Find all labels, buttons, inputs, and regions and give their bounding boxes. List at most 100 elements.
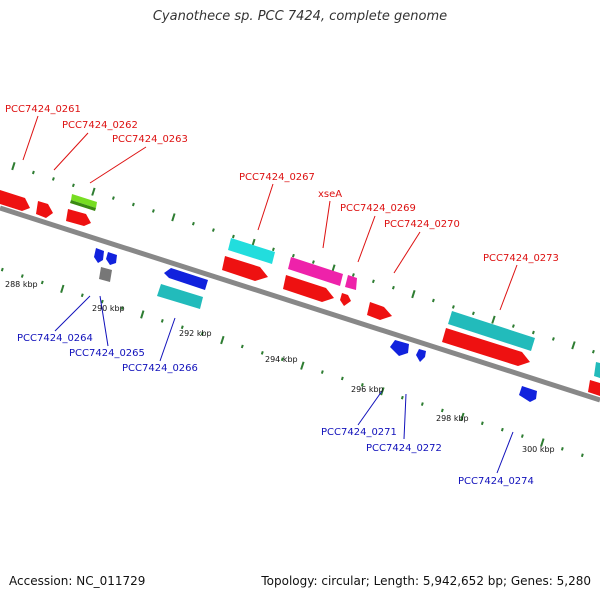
reverse-leaders [54,295,514,474]
map-title: Cyanothece sp. PCC 7424, complete genome [152,9,448,24]
minor-tick [551,337,555,341]
scale-label-290: 290 kbp [92,304,125,313]
minor-tick [211,228,215,232]
tick-marks [0,161,595,458]
minor-tick [280,357,284,362]
minor-tick [500,427,504,432]
minor-tick [151,209,155,213]
feature-gene-0265[interactable] [99,267,112,282]
minor-tick [440,408,444,413]
minor-tick [0,267,4,272]
minor-tick [451,305,455,309]
minor-tick [511,324,515,328]
gene-label-0264[interactable]: PCC7424_0264 [17,333,93,344]
minor-tick [271,247,275,252]
major-tick [171,213,176,222]
feature-cds-0261[interactable] [0,190,30,211]
forward-features [0,190,600,396]
major-tick [491,315,496,324]
feature-cds-0264b[interactable] [106,252,117,265]
minor-tick [480,421,484,426]
gene-label-0273[interactable]: PCC7424_0273 [483,253,559,264]
feature-gene-0263[interactable] [71,194,97,208]
gene-label-0266[interactable]: PCC7424_0266 [122,363,198,374]
scale-labels: 288 kbp 290 kbp 292 kbp 294 kbp 296 kbp … [5,280,555,454]
minor-tick [180,325,184,330]
feature-cds-0263[interactable] [66,209,91,226]
feature-gene-xseA[interactable] [288,257,343,286]
feature-cds-0273[interactable] [442,328,530,366]
feature-cds-edge[interactable] [588,380,600,396]
minor-tick [191,221,195,226]
major-tick [571,341,576,350]
feature-gene-0263-shadow [70,200,96,211]
accession-text: Accession: NC_011729 [9,574,146,588]
scale-label-288: 288 kbp [5,280,38,289]
minor-tick [40,280,44,285]
minor-tick [111,196,115,200]
feature-gene-0267[interactable] [228,238,275,264]
reverse-labels: PCC7424_0264 PCC7424_0265 PCC7424_0266 P… [17,333,534,487]
feature-cds-0267[interactable] [222,256,268,281]
minor-tick [431,298,435,303]
scale-label-298: 298 kbp [436,414,469,423]
feature-gene-edge[interactable] [594,362,600,378]
feature-cds-0271[interactable] [390,340,409,356]
feature-cds-0269[interactable] [340,293,351,306]
minor-tick [231,234,235,239]
minor-tick [120,306,124,310]
minor-tick [400,395,404,400]
gene-label-0271[interactable]: PCC7424_0271 [321,427,397,438]
feature-cds-0262[interactable] [36,201,53,218]
minor-tick [531,330,535,335]
major-tick [460,412,465,422]
major-tick [540,438,545,447]
gene-label-0267[interactable]: PCC7424_0267 [239,172,315,183]
feature-gene-0266[interactable] [157,284,203,309]
gene-label-0262[interactable]: PCC7424_0262 [62,120,138,131]
minor-tick [580,453,584,458]
forward-leaders [22,115,518,311]
forward-labels: PCC7424_0261 PCC7424_0262 PCC7424_0263 P… [5,104,559,264]
gene-label-0272[interactable]: PCC7424_0272 [366,443,442,454]
major-tick [220,335,225,345]
minor-tick [200,331,204,336]
major-tick [11,161,16,171]
gene-label-xseA[interactable]: xseA [318,189,342,200]
reverse-features [94,248,537,402]
gene-label-0265[interactable]: PCC7424_0265 [69,348,145,359]
minor-tick [520,434,524,438]
minor-tick [260,350,264,355]
minor-tick [71,183,75,188]
gene-label-0263[interactable]: PCC7424_0263 [112,134,188,145]
minor-tick [320,370,324,374]
minor-tick [131,202,135,207]
feature-cds-0264a[interactable] [94,248,104,263]
feature-gene-0273[interactable] [448,311,535,351]
minor-tick [160,318,164,323]
minor-tick [51,177,55,181]
feature-cds-0266[interactable] [164,268,208,290]
gene-label-0261[interactable]: PCC7424_0261 [5,104,81,115]
minor-tick [591,349,595,354]
minor-tick [340,376,344,381]
feature-cds-0274[interactable] [519,386,537,402]
feature-cds-0272[interactable] [416,349,426,362]
minor-tick [100,299,104,304]
genome-summary-text: Topology: circular; Length: 5,942,652 bp… [261,574,591,588]
scale-label-300: 300 kbp [522,445,555,454]
gene-label-0274[interactable]: PCC7424_0274 [458,476,534,487]
feature-cds-0270[interactable] [367,302,392,320]
gene-label-0269[interactable]: PCC7424_0269 [340,203,416,214]
minor-tick [360,383,364,387]
feature-gene-0269[interactable] [345,275,357,290]
genome-backbone [0,205,600,403]
feature-cds-xseA[interactable] [283,275,334,302]
major-tick [60,284,65,293]
gene-label-0270[interactable]: PCC7424_0270 [384,219,460,230]
scale-label-294: 294 kbp [265,355,298,364]
major-tick [411,289,416,299]
minor-tick [291,253,295,258]
minor-tick [391,285,395,290]
